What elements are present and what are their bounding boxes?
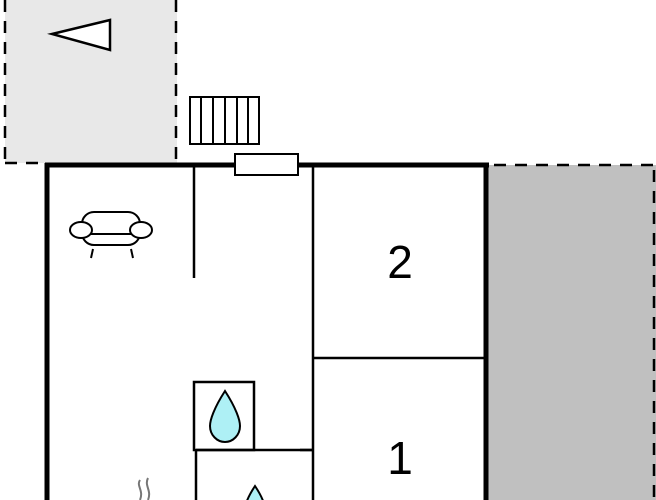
room-1-label: 1 — [387, 432, 413, 484]
heat-icon — [137, 477, 151, 500]
terrace-right — [488, 163, 656, 500]
bathroom-fixtures — [192, 380, 313, 500]
stairs-icon — [189, 96, 260, 145]
window-icon — [234, 153, 299, 176]
room-2-label: 2 — [387, 236, 413, 288]
armchair-icon — [69, 211, 153, 259]
terrace-triangle-icon — [47, 18, 112, 52]
water-drop-icon — [208, 389, 242, 444]
water-drop-icon — [246, 484, 264, 500]
